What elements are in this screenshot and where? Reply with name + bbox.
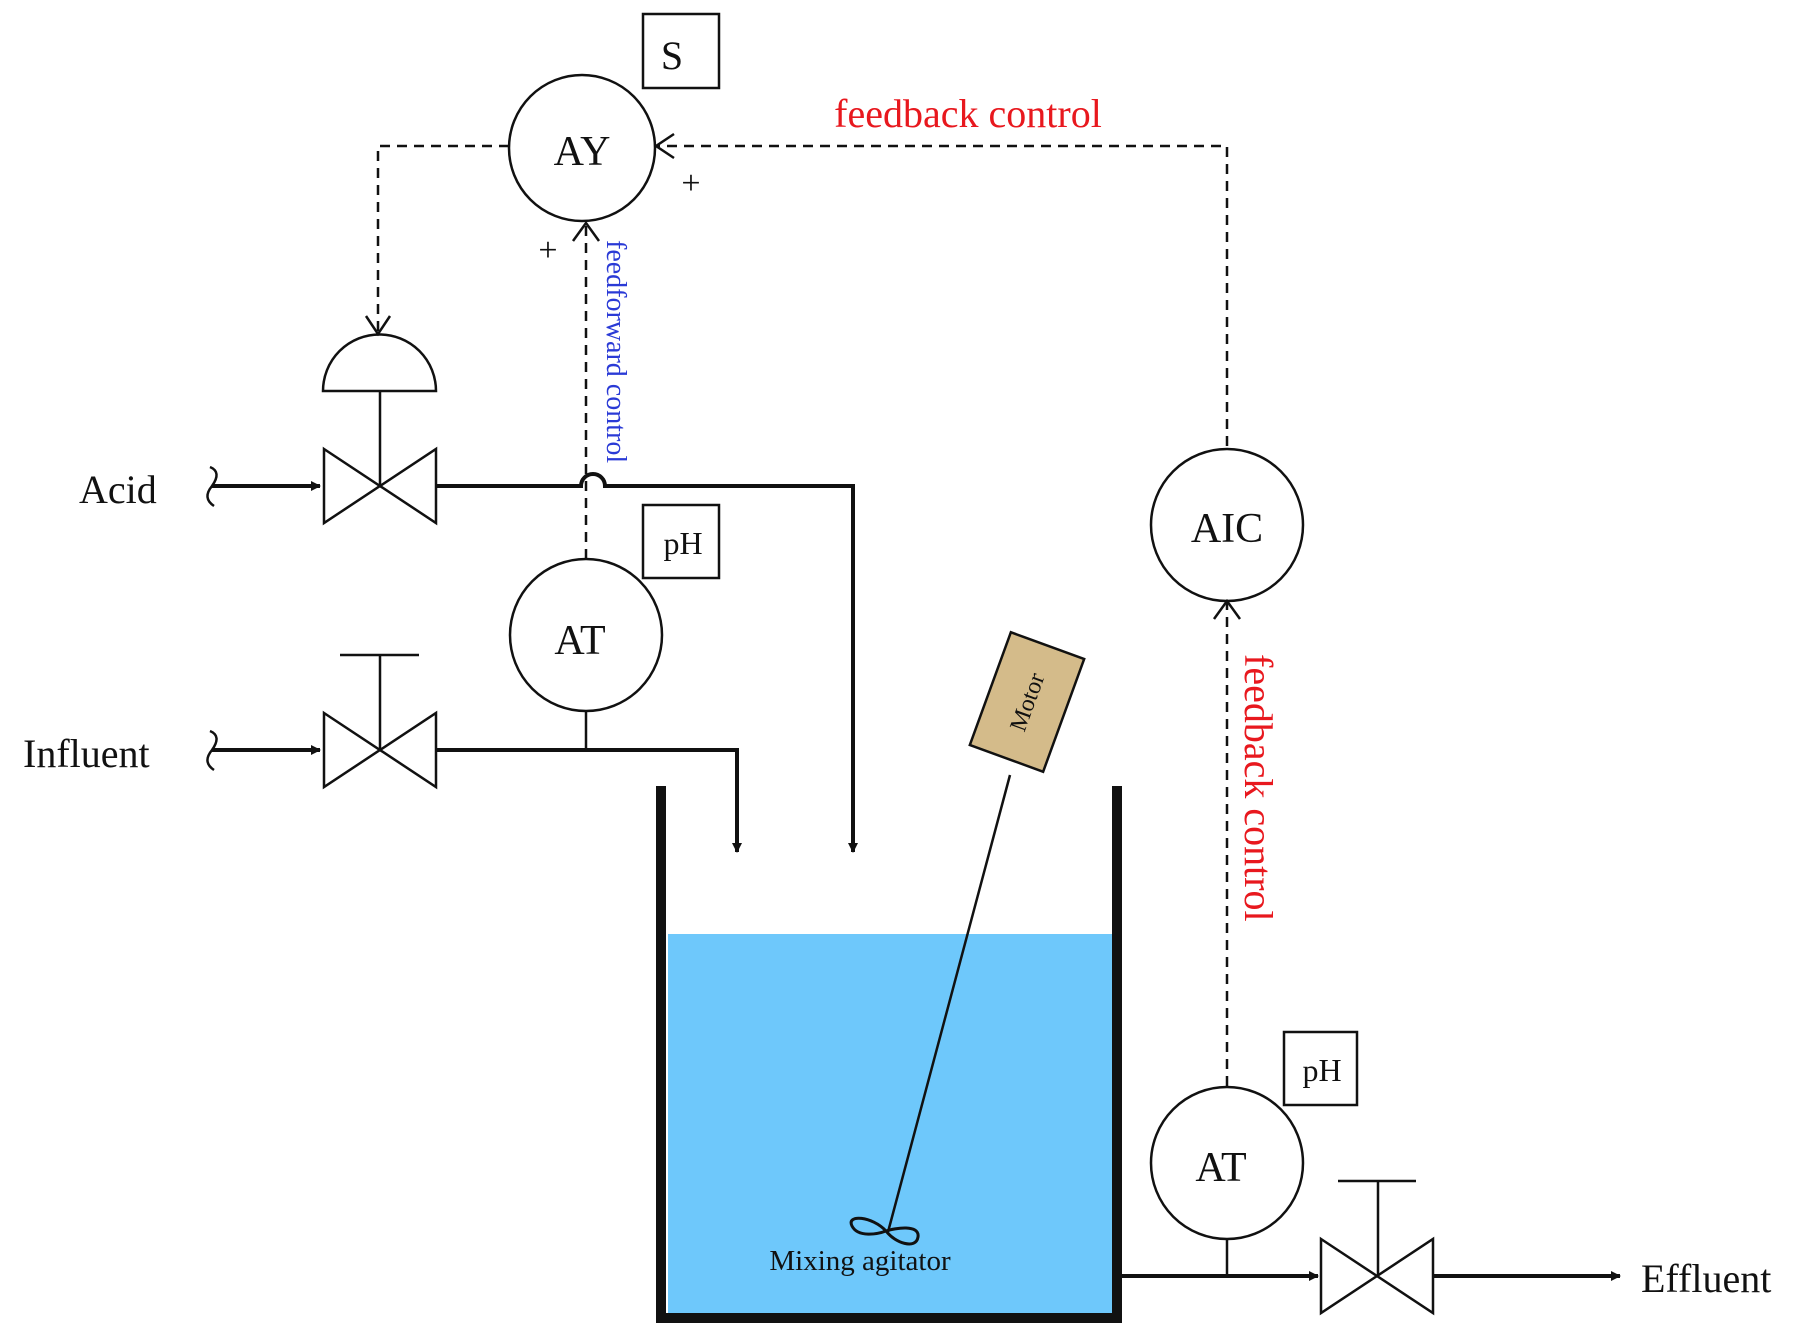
ay-function-box bbox=[641, 12, 721, 90]
at-effluent-label: AT bbox=[1195, 1145, 1246, 1191]
at-effluent-tag-box bbox=[1282, 1030, 1359, 1107]
ay-output-signal-line bbox=[376, 144, 509, 331]
plus-sign-right: + bbox=[681, 165, 700, 202]
ay-relay-label: AY bbox=[554, 129, 611, 175]
feedback-label-side: feedback control bbox=[1236, 654, 1281, 922]
effluent-manual-valve bbox=[1319, 1179, 1435, 1316]
plus-sign-bottom: + bbox=[538, 232, 557, 269]
mixing-agitator-label: Mixing agitator bbox=[769, 1245, 951, 1277]
influent-label: Influent bbox=[23, 731, 150, 776]
ay-output-arrowhead bbox=[364, 315, 392, 337]
agitator-shaft bbox=[886, 774, 1012, 1233]
influent-pipe-to-tank bbox=[436, 748, 742, 853]
feedback-side-arrowhead bbox=[1212, 598, 1242, 620]
feedback-signal-line-top bbox=[658, 144, 1229, 446]
effluent-label: Effluent bbox=[1641, 1256, 1771, 1301]
at-influent-label: AT bbox=[554, 618, 605, 664]
acid-label: Acid bbox=[79, 467, 157, 512]
at-effluent-tag: pH bbox=[1302, 1052, 1341, 1088]
tank-liquid bbox=[668, 934, 1115, 1317]
influent-manual-valve bbox=[322, 653, 438, 790]
at-influent-tag-box bbox=[641, 503, 721, 580]
ay-relay-circle bbox=[507, 73, 657, 223]
feedforward-arrowhead bbox=[571, 220, 601, 242]
motor-block: Motor bbox=[968, 630, 1086, 774]
feedback-label-top: feedback control bbox=[834, 91, 1102, 136]
acid-pipe-to-tank bbox=[436, 472, 858, 853]
ay-function-label: S bbox=[661, 33, 683, 78]
mixing-tank bbox=[656, 786, 1122, 1323]
at-influent-tag: pH bbox=[663, 525, 702, 561]
acid-control-valve bbox=[321, 333, 438, 526]
feedback-top-arrowhead bbox=[653, 132, 675, 160]
impeller-icon bbox=[849, 1216, 920, 1246]
feedforward-label: feedforward control bbox=[600, 240, 631, 463]
aic-controller-label: AIC bbox=[1191, 506, 1263, 552]
